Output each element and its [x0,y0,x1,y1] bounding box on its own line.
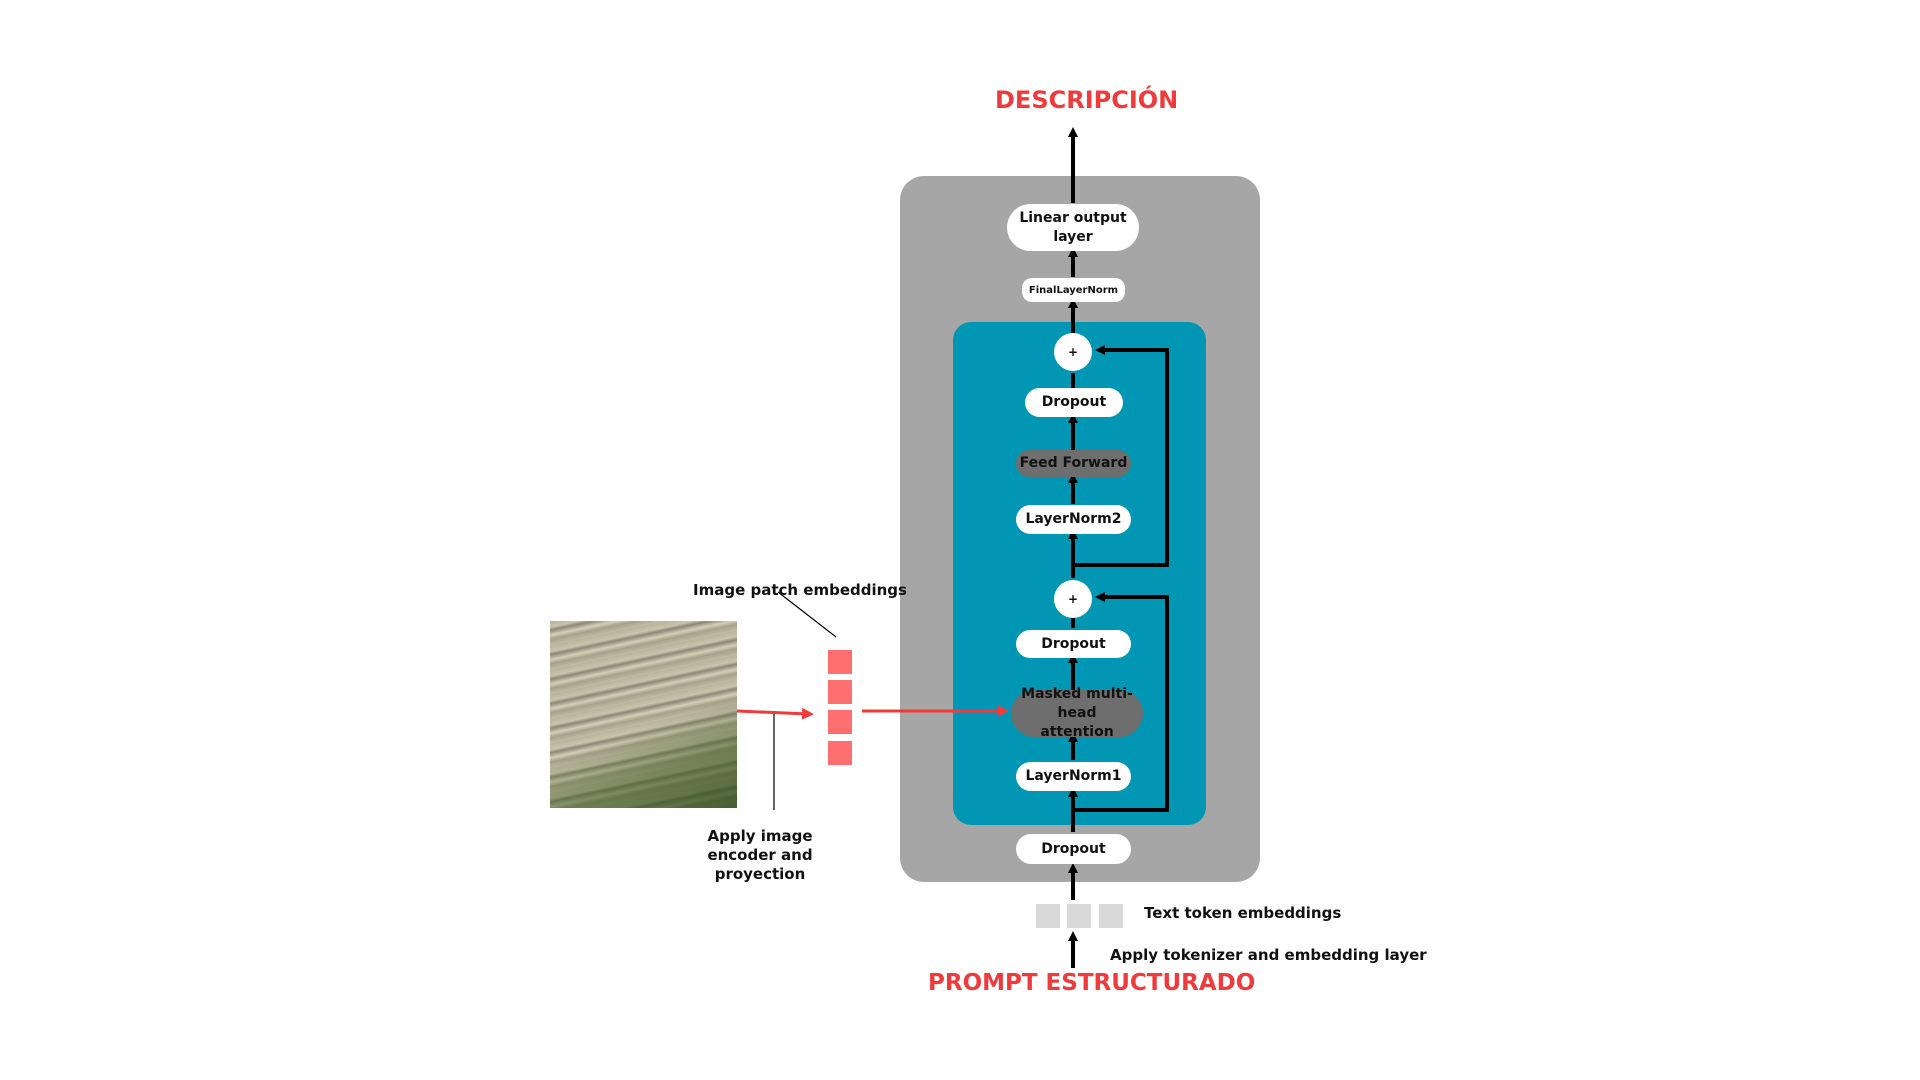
image-patch-embedding [828,710,852,734]
residual-add-top: + [1054,333,1092,371]
image-patch-embeddings-label: Image patch embeddings [693,581,907,599]
text-token-embedding [1067,904,1091,928]
image-patch-embedding [828,650,852,674]
dropout-input: Dropout [1016,834,1131,864]
apply-image-encoder-label: Apply image encoder and proyection [707,827,813,883]
linear-output-layer: Linear output layer [1007,204,1139,251]
final-layernorm: FinalLayerNorm [1022,278,1125,302]
apply-tokenizer-label: Apply tokenizer and embedding layer [1110,946,1427,964]
image-patch-embedding [828,741,852,765]
image-patch-embedding [828,680,852,704]
input-image [550,621,737,808]
masked-multi-head-attention: Masked multi-head attention [1011,686,1143,740]
dropout-mid: Dropout [1016,630,1131,658]
layernorm2: LayerNorm2 [1016,505,1131,534]
text-token-embedding [1099,904,1123,928]
residual-add-bottom: + [1054,580,1092,618]
feed-forward: Feed Forward [1016,450,1131,477]
layernorm1: LayerNorm1 [1016,762,1131,791]
input-title: PROMPT ESTRUCTURADO [928,970,1256,996]
text-token-embedding [1036,904,1060,928]
text-token-embeddings-label: Text token embeddings [1144,904,1342,922]
output-title: DESCRIPCIÓN [995,86,1179,114]
dropout-top: Dropout [1025,388,1123,417]
